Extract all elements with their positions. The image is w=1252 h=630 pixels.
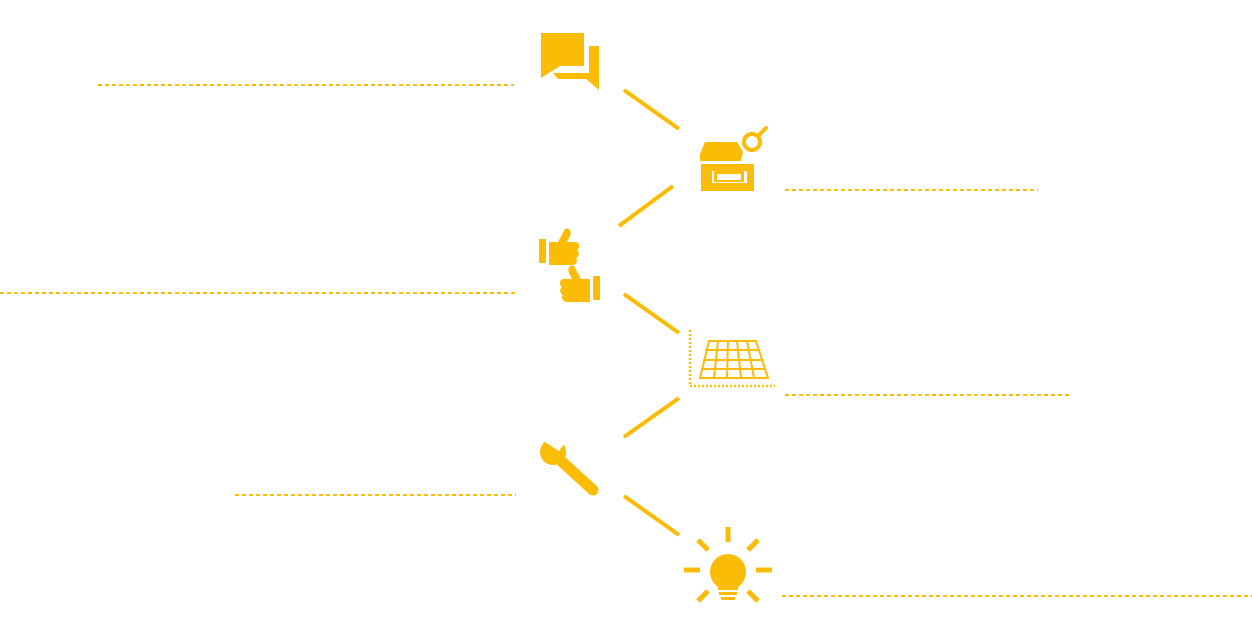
connector-4-5 [622,396,681,439]
chat-bubbles-icon [541,33,599,90]
thumbs-up-icon [539,228,600,302]
connector-2-3 [617,184,675,228]
solar-panel-icon [688,330,775,388]
leader-lines [0,84,1252,597]
connector-1-2 [622,88,681,131]
wrench-icon [540,434,599,496]
connector-3-4 [622,292,681,335]
lightbulb-icon [684,527,772,603]
store-search-icon [700,126,768,191]
connector-5-6 [622,494,681,537]
step-connectors [617,88,681,537]
